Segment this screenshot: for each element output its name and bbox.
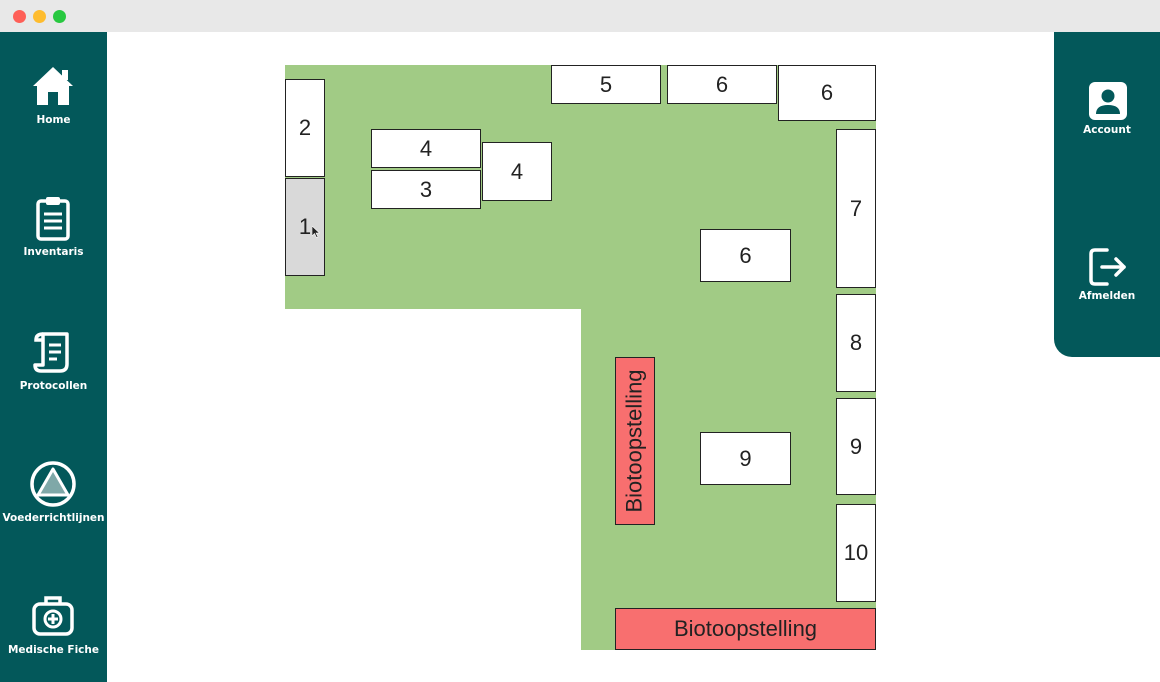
tank-6b[interactable]: 6 xyxy=(778,65,876,121)
sidebar-item-label: Voederrichtlijnen xyxy=(2,512,105,524)
scroll-icon xyxy=(33,332,69,373)
triangle-circle-icon xyxy=(30,461,76,507)
tank-5[interactable]: 5 xyxy=(551,65,661,104)
sidebar-item-medische-fiche[interactable]: Medische Fiche xyxy=(0,592,107,682)
tank-6c[interactable]: 6 xyxy=(700,229,791,282)
tank-1[interactable]: 1 xyxy=(285,178,325,276)
user-icon xyxy=(1089,82,1127,120)
logout-icon xyxy=(1089,248,1126,286)
tank-4a[interactable]: 4 xyxy=(371,129,481,168)
close-window-button[interactable] xyxy=(13,10,26,23)
account-button[interactable]: Account xyxy=(1054,80,1160,160)
account-label: Account xyxy=(1083,124,1131,136)
sidebar-item-inventaris[interactable]: Inventaris xyxy=(0,194,107,294)
tank-7[interactable]: 7 xyxy=(836,129,876,288)
sidebar-item-label: Inventaris xyxy=(23,246,84,258)
tank-9a[interactable]: 9 xyxy=(700,432,791,485)
logout-button[interactable]: Afmelden xyxy=(1054,246,1160,326)
window-titlebar xyxy=(0,0,1160,32)
biotope-vertical-label: Biotoopstelling xyxy=(622,369,648,513)
biotope-horizontal[interactable]: Biotoopstelling xyxy=(615,608,876,650)
sidebar: Home Inventaris Protocollen Voederrichtl… xyxy=(0,32,107,682)
biotope-vertical[interactable]: Biotoopstelling xyxy=(615,357,655,525)
tank-3[interactable]: 3 xyxy=(371,170,481,209)
sidebar-item-protocollen[interactable]: Protocollen xyxy=(0,328,107,428)
sidebar-item-label: Home xyxy=(36,114,71,126)
tank-10[interactable]: 10 xyxy=(836,504,876,602)
tank-8[interactable]: 8 xyxy=(836,294,876,392)
medical-bag-icon xyxy=(32,596,74,636)
tank-2[interactable]: 2 xyxy=(285,79,325,177)
sidebar-item-voederrichtlijnen[interactable]: Voederrichtlijnen xyxy=(0,460,107,560)
logout-label: Afmelden xyxy=(1078,290,1136,302)
clipboard-icon xyxy=(36,197,70,241)
biotope-horizontal-label: Biotoopstelling xyxy=(673,616,818,641)
tank-9b[interactable]: 9 xyxy=(836,398,876,495)
minimize-window-button[interactable] xyxy=(33,10,46,23)
maximize-window-button[interactable] xyxy=(53,10,66,23)
sidebar-item-label: Protocollen xyxy=(19,380,88,392)
tank-4b[interactable]: 4 xyxy=(482,142,552,201)
sidebar-item-label: Medische Fiche xyxy=(7,644,99,656)
tank-6a[interactable]: 6 xyxy=(667,65,777,104)
house-icon xyxy=(33,67,73,105)
sidebar-item-home[interactable]: Home xyxy=(0,62,107,162)
account-panel: Account Afmelden xyxy=(1054,32,1160,357)
